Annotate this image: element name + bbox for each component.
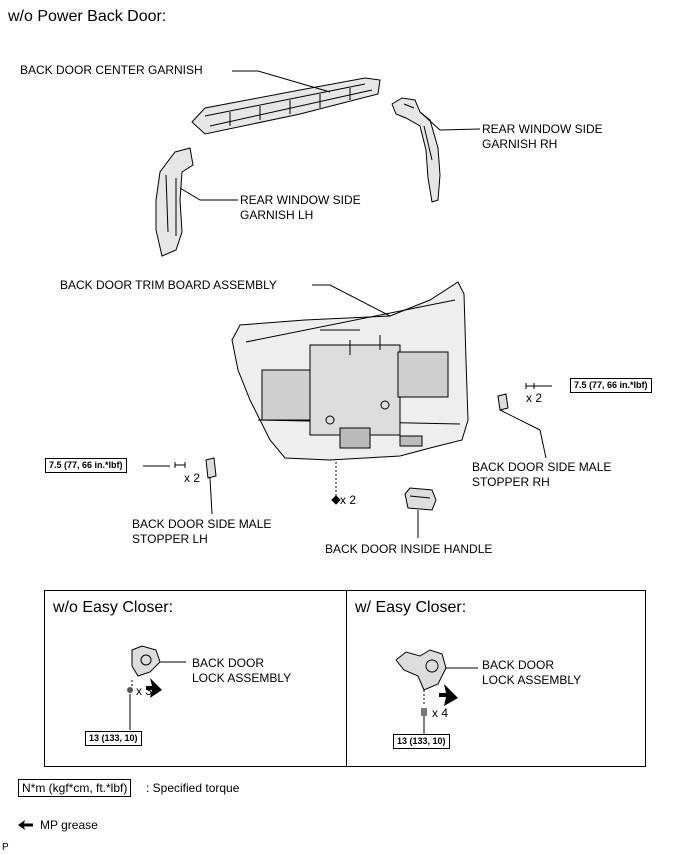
legend-grease-text: MP grease [40, 818, 98, 832]
lh-garnish-part [155, 147, 194, 257]
label-center-garnish: BACK DOOR CENTER GARNISH [20, 63, 203, 77]
label-trim-board: BACK DOOR TRIM BOARD ASSEMBLY [60, 278, 277, 292]
label-stopper-lh: BACK DOOR SIDE MALE STOPPER LH [132, 517, 272, 546]
lock-right-part [395, 649, 478, 734]
trim-board-part [231, 281, 469, 461]
torque-spec-lh: 7.5 (77, 66 in.*lbf) [45, 458, 127, 473]
torque-spec-rh: 7.5 (77, 66 in.*lbf) [570, 378, 652, 393]
label-rh-garnish: REAR WINDOW SIDE GARNISH RH [482, 122, 603, 151]
section-title-left: w/o Easy Closer: [53, 599, 174, 616]
grease-arrow-left-icon [146, 678, 162, 698]
torque-spec-lock-left: 13 (133, 10) [85, 731, 142, 746]
qty-lh-bolts: x 2 [184, 471, 201, 485]
label-lock-left: BACK DOOR LOCK ASSEMBLY [192, 656, 292, 685]
label-lh-garnish: REAR WINDOW SIDE GARNISH LH [240, 193, 361, 222]
grease-arrow-right-icon [439, 684, 458, 706]
screw-right-icon [421, 708, 427, 716]
stopper-rh-part [497, 383, 535, 411]
label-inside-handle: BACK DOOR INSIDE HANDLE [325, 542, 493, 556]
legend-torque-text: : Specified torque [146, 781, 240, 795]
rh-garnish-part [391, 97, 441, 203]
legend-torque-box: N*m (kgf*cm, ft.*lbf) [18, 779, 132, 797]
center-garnish-part [191, 77, 381, 135]
screw-left-icon [127, 687, 133, 693]
section-with-easy-closer: w/ Easy Closer: [346, 590, 646, 767]
label-stopper-rh: BACK DOOR SIDE MALE STOPPER RH [472, 460, 612, 489]
torque-spec-lock-right: 13 (133, 10) [393, 734, 450, 749]
corner-mark: P [2, 842, 9, 853]
qty-left-lock-screws: x 3 [136, 684, 153, 698]
clip-part [331, 495, 341, 505]
qty-clips: x 2 [340, 493, 357, 507]
inside-handle-part [404, 487, 437, 511]
qty-rh-bolts: x 2 [526, 391, 543, 405]
page-title: w/o Power Back Door: [8, 8, 167, 25]
label-lock-right: BACK DOOR LOCK ASSEMBLY [482, 658, 582, 687]
stopper-lh-part [174, 457, 217, 479]
lock-left-part [129, 645, 186, 730]
mp-grease-arrow-icon [18, 820, 33, 830]
section-title-right: w/ Easy Closer: [355, 599, 467, 616]
qty-right-lock-screws: x 4 [432, 706, 449, 720]
